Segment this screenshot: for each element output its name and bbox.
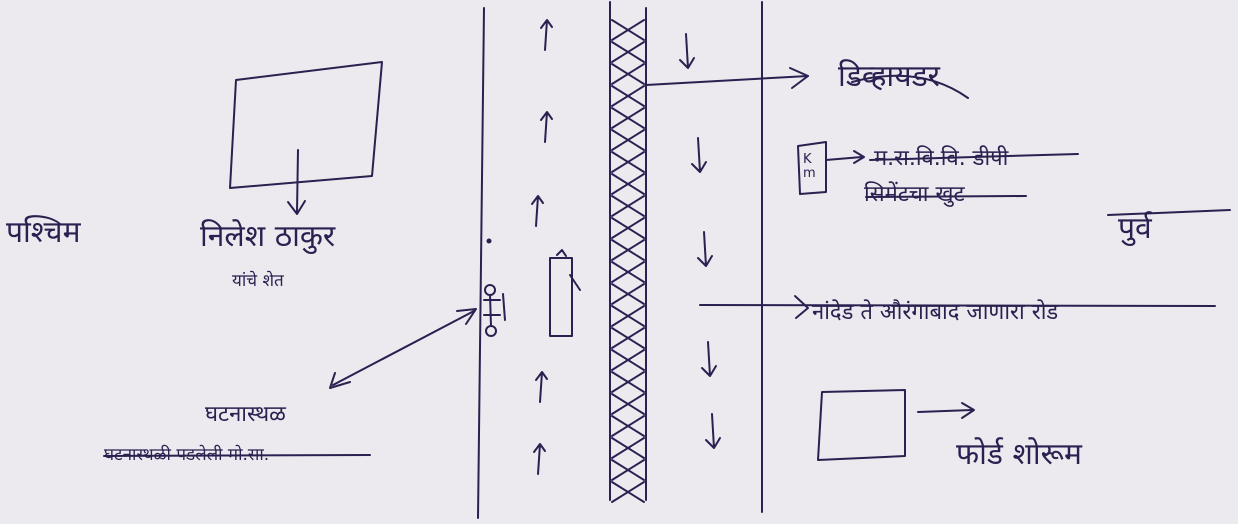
- down-arrow: [692, 138, 706, 172]
- up-arrow: [541, 112, 552, 142]
- down-arrow: [698, 232, 712, 266]
- label-dp-line1: म.रा.वि.वि. डीपी: [874, 142, 1008, 172]
- motorcycle-sketch: [484, 285, 505, 336]
- label-house-owner-sub: यांचे शेत: [232, 268, 284, 291]
- divider-pointer: [646, 76, 808, 85]
- down-arrow: [680, 34, 694, 68]
- road-left-edge: [478, 8, 484, 518]
- eastbound-lane-arrows: [680, 34, 720, 448]
- dp-box-text: K m: [803, 153, 823, 181]
- label-house-owner: निलेश ठाकुर: [200, 214, 335, 255]
- showroom-box: [818, 390, 905, 460]
- up-arrow: [541, 20, 552, 50]
- label-west: पश्चिम: [6, 210, 81, 251]
- label-dp-line2: सिमेंटचा खुट: [864, 178, 965, 208]
- label-divider: डिव्हायडर: [838, 54, 940, 95]
- down-arrow: [706, 414, 720, 448]
- field-plot: [230, 62, 382, 188]
- label-road-to: नांदेड ते औरंगाबाद जाणारा रोड: [812, 296, 1058, 326]
- up-arrow: [532, 196, 543, 226]
- field-pointer: [297, 150, 298, 212]
- down-arrow: [702, 342, 716, 376]
- label-ford-showroom: फोर्ड शोरूम: [956, 432, 1082, 473]
- label-incident-sub: घटनास्थळी पडलेली मो.सा.: [104, 442, 269, 465]
- up-arrow: [536, 372, 547, 402]
- incident-pointer: [333, 311, 474, 385]
- divider-strip: [610, 2, 646, 502]
- label-east: पुर्व: [1118, 206, 1152, 247]
- vehicle-box: [550, 258, 572, 336]
- label-incident-spot: घटनास्थळ: [205, 398, 286, 428]
- up-arrow: [534, 444, 545, 474]
- westbound-lane-arrows: [532, 20, 552, 474]
